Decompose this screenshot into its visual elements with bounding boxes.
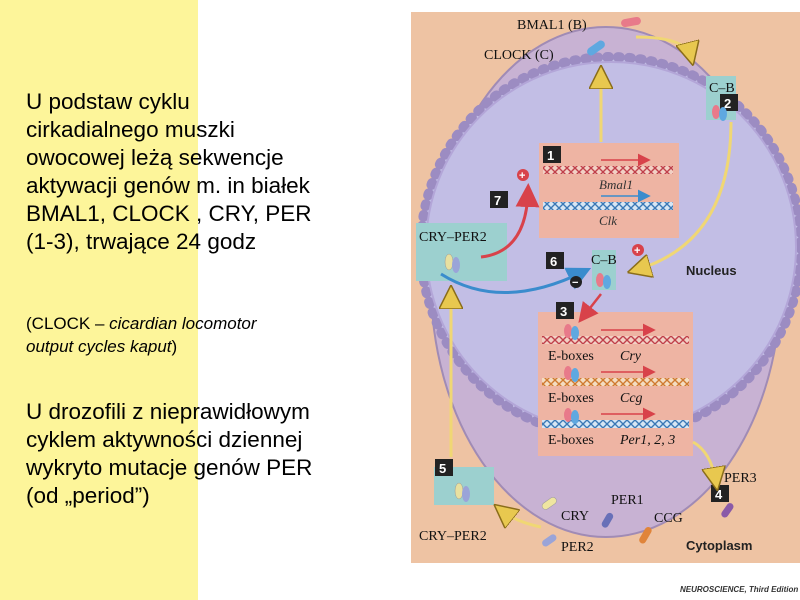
arrow-cb-to-cytoplasm <box>635 35 691 57</box>
intro-line: aktywacji genów m. in białek <box>26 173 310 198</box>
ebox-label-3: E-boxes <box>548 433 594 448</box>
cytoplasm-label: Cytoplasm <box>686 538 752 553</box>
intro-line: BMAL1, CLOCK , CRY, PER <box>26 201 312 226</box>
ccg-label: CCG <box>654 511 683 526</box>
svg-text:−: − <box>572 277 578 289</box>
mutation-line: U drozofili z nieprawidłowym <box>26 399 310 424</box>
ebox-label-1: E-boxes <box>548 349 594 364</box>
cry-per2-top-label: CRY–PER2 <box>419 230 487 245</box>
svg-text:1: 1 <box>547 148 554 163</box>
per3-protein <box>721 503 734 518</box>
cb-complex-mid <box>596 273 611 289</box>
gene-ccg-label: Ccg <box>620 391 643 406</box>
svg-text:5: 5 <box>439 461 446 476</box>
cb-bound-ccg <box>564 366 579 382</box>
cry-per2-nucleus-box <box>416 223 507 281</box>
per1-protein <box>601 512 614 528</box>
clock-close: ) <box>171 337 178 356</box>
nucleus-label: Nucleus <box>686 263 737 278</box>
mutation-line: (od „period”) <box>26 483 150 508</box>
cry-per2-complex-nucleus <box>444 253 460 273</box>
arrow-cb-into-nucleus <box>636 121 733 270</box>
clock-expansion-2: output cycles kaput <box>26 337 172 356</box>
step-6: 6 <box>546 252 564 269</box>
cb-complex-top <box>712 105 727 121</box>
ccg-protein <box>639 526 652 544</box>
step-1: 1 <box>543 146 561 163</box>
cry-label: CRY <box>561 509 589 524</box>
clock-open: (CLOCK – <box>26 314 110 333</box>
cry-per2-bottom-label: CRY–PER2 <box>419 529 487 544</box>
gene-clk-label: Clk <box>599 213 617 228</box>
ebox-label-2: E-boxes <box>548 391 594 406</box>
source-credit: NEUROSCIENCE, Third Edition <box>680 585 799 594</box>
per1-label: PER1 <box>611 493 644 508</box>
clock-definition: (CLOCK – cicardian locomotor output cycl… <box>26 312 386 358</box>
gene-cry-label: Cry <box>620 349 642 364</box>
clock-expansion-1: cicardian locomotor <box>109 314 257 333</box>
gene-bmal1-label: Bmal1 <box>599 177 633 192</box>
arrow-complex-to-cytoplasm-box <box>501 510 542 527</box>
svg-text:6: 6 <box>550 254 557 269</box>
step-7: 7 <box>490 191 508 208</box>
mutation-line: cyklem aktywności dziennej <box>26 427 303 452</box>
intro-line: (1-3), trwające 24 godz <box>26 229 257 254</box>
intro-line: cirkadialnego muszki <box>26 117 235 142</box>
per2-label: PER2 <box>561 540 594 555</box>
intro-line: owocowej leżą sekwencje <box>26 145 284 170</box>
svg-text:4: 4 <box>715 487 723 502</box>
mutation-line: wykryto mutacje genów PER <box>26 455 313 480</box>
arrow-activation-red <box>480 183 540 259</box>
gene-box-1 <box>539 143 679 238</box>
intro-line: U podstaw cyklu <box>26 89 190 114</box>
cb-mid-label: C–B <box>591 253 617 268</box>
yellow-sidebar <box>0 0 198 600</box>
cb-bound-per <box>564 408 579 424</box>
gene-per-label: Per1, 2, 3 <box>619 433 675 448</box>
svg-text:3: 3 <box>560 304 567 319</box>
bmal1-label: BMAL1 (B) <box>517 18 587 33</box>
arrow-cb-to-ebox <box>578 293 602 323</box>
circadian-cycle-diagram: Bmal1 Clk E-boxes E-boxes E-boxes Cry Cc… <box>411 12 800 563</box>
ebox-per-dna <box>542 420 689 428</box>
svg-text:+: + <box>519 170 525 182</box>
svg-text:2: 2 <box>724 96 731 111</box>
per3-label: PER3 <box>724 471 757 486</box>
arrow-inhibition-blue <box>440 267 592 294</box>
intro-paragraph: U podstaw cyklu cirkadialnego muszki owo… <box>26 88 386 256</box>
ebox-cry-dna <box>542 336 689 344</box>
step-2: 2 <box>720 94 738 111</box>
bmal1-protein <box>621 16 641 28</box>
gene-clk-dna <box>543 202 673 210</box>
gene-bmal1-dna <box>543 166 673 174</box>
ebox-ccg-dna <box>542 378 689 386</box>
clock-label: CLOCK (C) <box>484 48 554 63</box>
minus-sign-inhibition: − <box>570 276 582 289</box>
step-4: 4 <box>711 485 729 502</box>
mutation-paragraph: U drozofili z nieprawidłowym cyklem akty… <box>26 398 386 510</box>
arrow-per-to-cytoplasm <box>692 440 716 482</box>
per2-protein <box>542 534 557 547</box>
cry-per2-complex-cytoplasm <box>454 482 470 502</box>
svg-text:+: + <box>634 245 640 257</box>
clock-protein <box>587 40 605 56</box>
svg-text:7: 7 <box>494 193 501 208</box>
plus-sign-activation: + <box>517 169 529 182</box>
cry-protein <box>541 497 557 510</box>
cb-bound-cry <box>564 324 579 340</box>
cb-top-label: C–B <box>709 81 735 96</box>
step-3: 3 <box>556 302 574 319</box>
plus-sign-cb: + <box>632 244 644 257</box>
step-5: 5 <box>435 459 453 476</box>
